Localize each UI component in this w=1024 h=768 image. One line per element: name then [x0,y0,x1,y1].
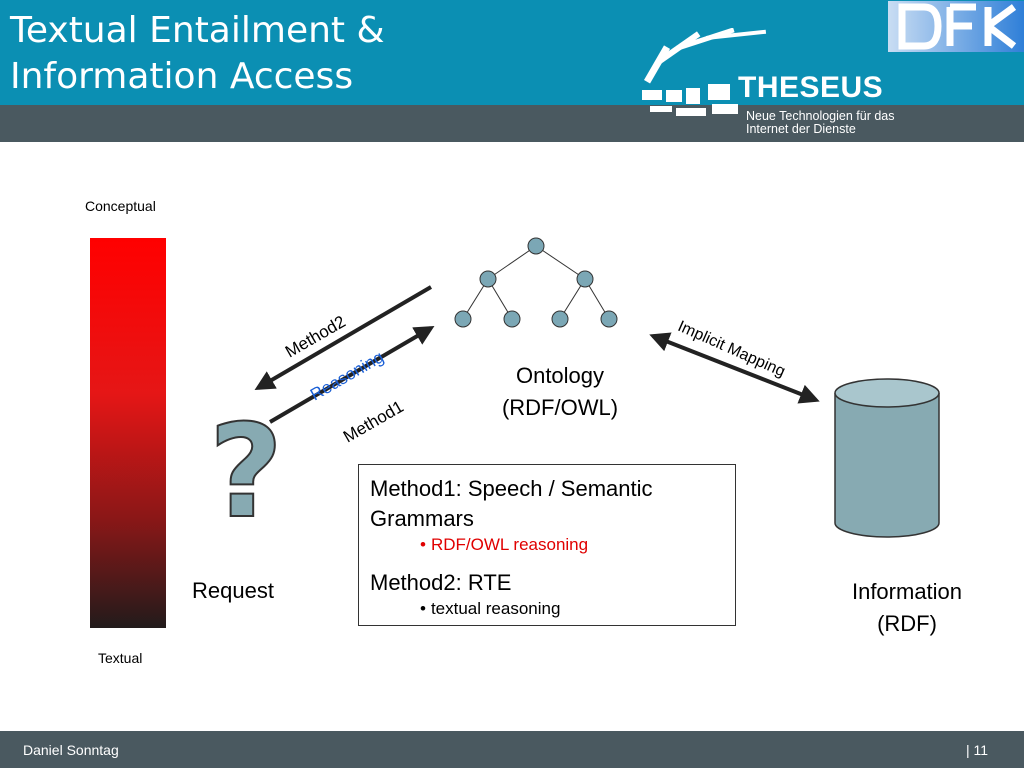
ontology-node [503,310,521,328]
theseus-logo-icon [642,28,767,116]
header-band [0,105,1024,142]
footer-bar: Daniel Sonntag | 11 [0,731,1024,768]
ontology-label: Ontology (RDF/OWL) [480,360,640,424]
scale-label-textual: Textual [98,650,143,666]
ontology-label-line-1: Ontology [515,363,605,388]
information-label-line-1: Information [851,579,963,604]
method1-bullet: •RDF/OWL reasoning [420,534,724,556]
footer-author: Daniel Sonntag [23,742,119,758]
method2-description: Method2: RTE [370,570,512,595]
theseus-subtitle-line-1: Neue Technologien für das [746,109,895,123]
request-label: Request [192,578,274,603]
title-line-2: Information Access [10,56,354,97]
method1-description: Method1: Speech / Semantic Grammars [370,476,653,531]
methods-description-box: Method1: Speech / Semantic Grammars •RDF… [358,464,736,626]
ontology-node-root [527,237,545,255]
bullet-icon: • [420,535,426,554]
database-cylinder-icon [834,378,940,538]
method2-bullet-text: textual reasoning [430,599,561,618]
ontology-node [454,310,472,328]
method2-arrow [254,285,433,391]
ontology-node [479,270,497,288]
ontology-node [551,310,569,328]
scale-label-conceptual: Conceptual [85,198,156,214]
theseus-wordmark: THESEUS [738,71,884,104]
header-bar [0,0,1024,105]
information-label-line-2: (RDF) [877,611,937,636]
dfki-logo [888,1,1024,52]
ontology-node [600,310,618,328]
title-line-1: Textual Entailment & [10,10,385,51]
bullet-icon: • [420,599,426,618]
information-label: Information (RDF) [836,576,978,640]
method1-bullet-text: RDF/OWL reasoning [430,535,589,554]
implicit-mapping-arrow [649,332,820,404]
footer-page-number: | 11 [965,742,988,758]
slide-title: Textual Entailment & Information Access [10,8,385,100]
ontology-node [576,270,594,288]
method1-arrow [268,325,435,424]
abstraction-gradient-bar [90,238,166,628]
ontology-label-line-2: (RDF/OWL) [501,395,619,420]
request-question-icon: ? [209,398,283,547]
method2-bullet: •textual reasoning [420,598,724,620]
theseus-subtitle: Neue Technologien für das Internet der D… [746,110,895,136]
theseus-subtitle-line-2: Internet der Dienste [746,122,856,136]
